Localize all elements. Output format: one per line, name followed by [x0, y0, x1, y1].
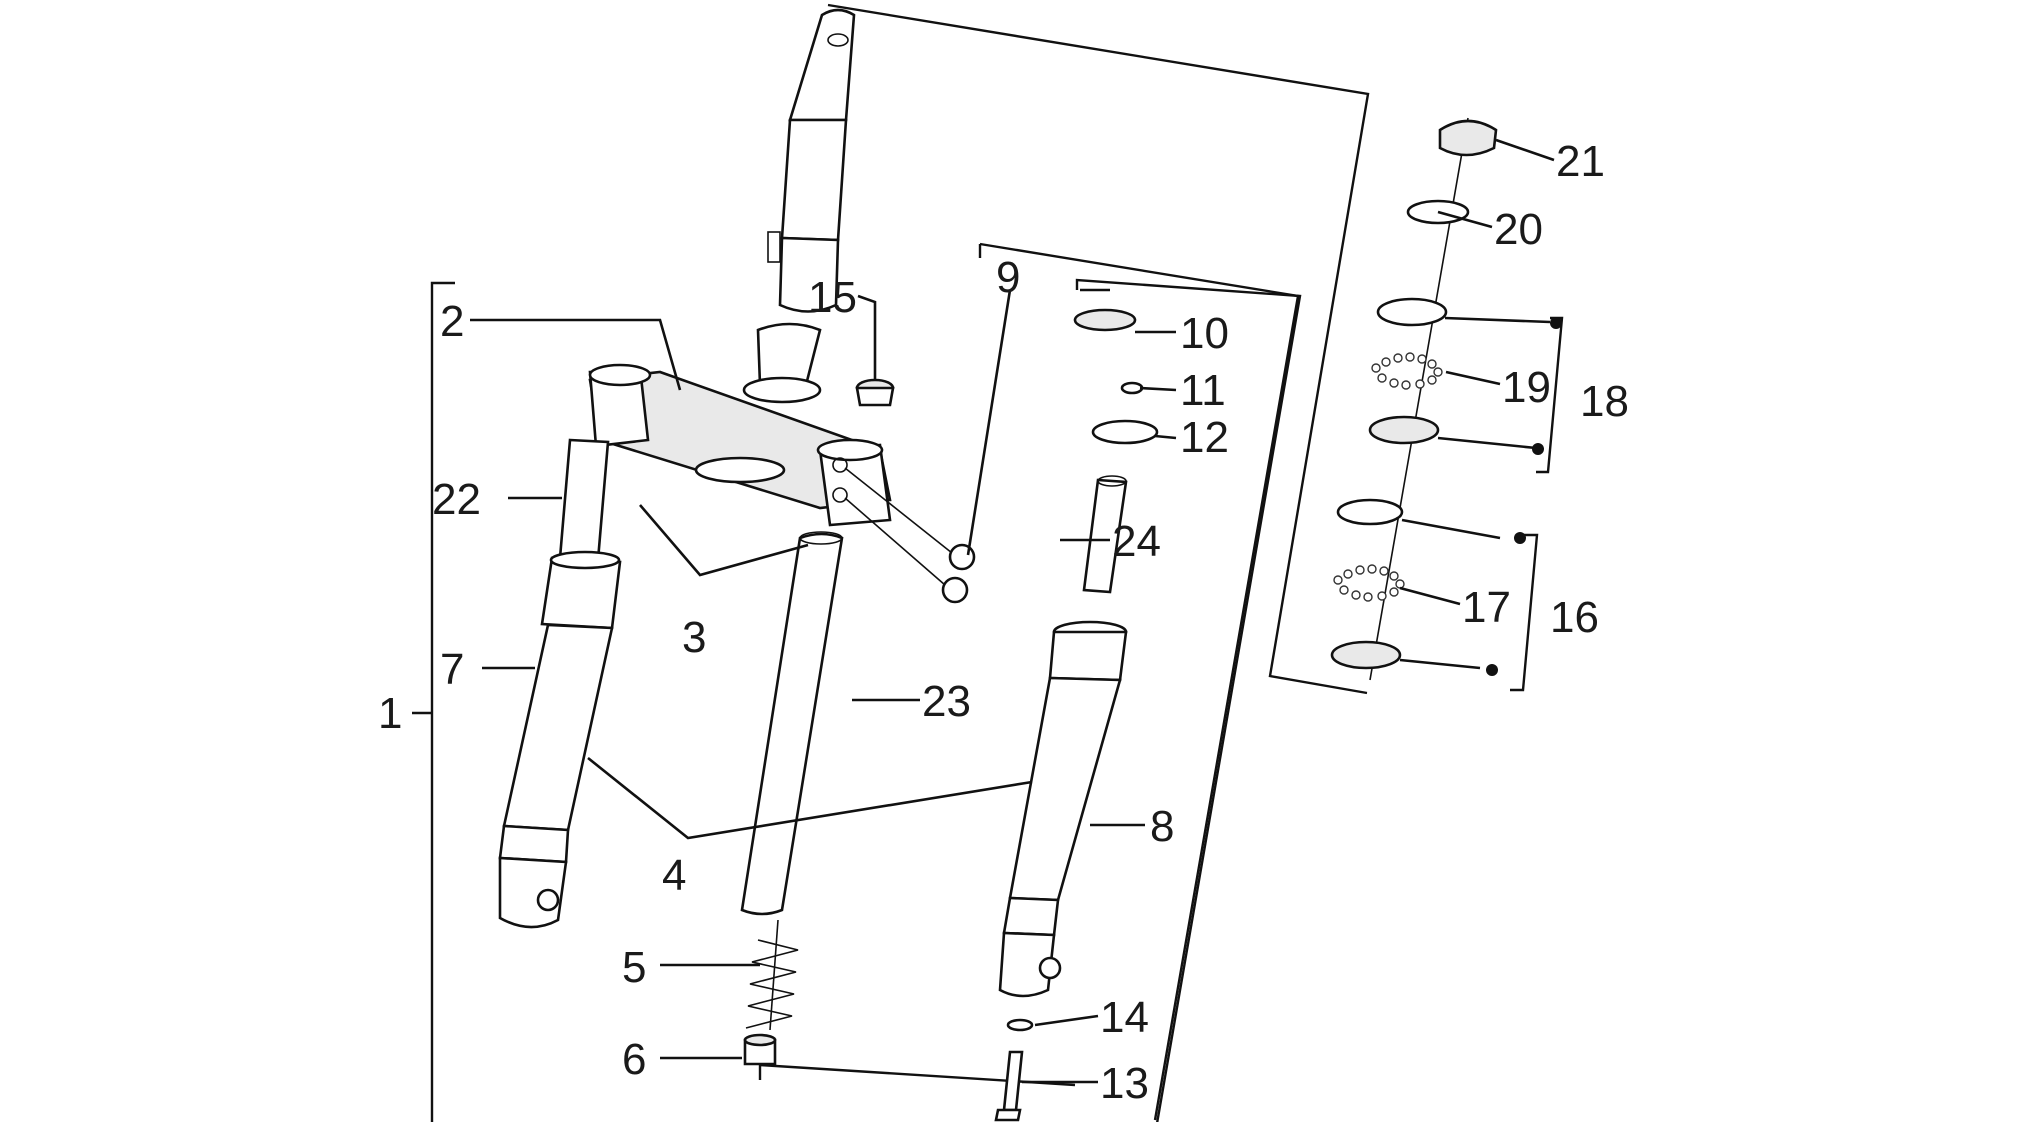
label-8: 8	[1150, 802, 1174, 851]
bushing	[743, 1033, 777, 1066]
label-23: 23	[922, 677, 971, 726]
left-fork-leg	[498, 438, 622, 929]
right-fork-leg	[998, 620, 1128, 998]
label-2: 2	[440, 297, 464, 346]
label-4: 4	[662, 851, 686, 900]
spring	[745, 919, 799, 1031]
label-16: 16	[1550, 593, 1599, 642]
part-14-washer	[1006, 1018, 1034, 1032]
headset-parts	[1330, 117, 1498, 681]
label-9: 9	[996, 253, 1020, 302]
label-1: 1	[378, 689, 402, 738]
label-24: 24	[1112, 517, 1161, 566]
label-13: 13	[1100, 1059, 1149, 1108]
label-22: 22	[432, 475, 481, 524]
label-12: 12	[1180, 413, 1229, 462]
leader-lines	[412, 138, 1555, 1084]
bracket-assembly-9	[979, 242, 1300, 1121]
part-labels: 1 2 3 4 5 6 7 8 9 10 11 12 13 14 15 16 1…	[378, 137, 1629, 1108]
fork-bridge	[588, 363, 892, 527]
part-13-bolt	[994, 1050, 1024, 1122]
label-10: 10	[1180, 309, 1229, 358]
ball-ring-17	[1333, 564, 1405, 602]
part-24-rod	[1082, 475, 1128, 594]
part-12-ring	[1091, 419, 1159, 445]
label-19: 19	[1502, 363, 1551, 412]
label-20: 20	[1494, 205, 1543, 254]
label-17: 17	[1462, 583, 1511, 632]
ball-ring-19	[1371, 352, 1443, 390]
part-10-cap	[1073, 308, 1137, 332]
bracket-assembly-1	[430, 278, 1302, 1122]
part-11-washer	[1120, 381, 1144, 395]
label-5: 5	[622, 943, 646, 992]
label-3: 3	[682, 613, 706, 662]
label-18: 18	[1580, 377, 1629, 426]
label-21: 21	[1556, 137, 1605, 186]
label-14: 14	[1100, 993, 1149, 1042]
label-11: 11	[1180, 366, 1226, 415]
label-7: 7	[440, 645, 464, 694]
pinch-bolts	[844, 467, 976, 604]
bracket-headset	[827, 3, 1370, 695]
label-15: 15	[808, 273, 857, 322]
steering-stem	[742, 8, 856, 404]
damper-tube	[740, 531, 844, 916]
bracket-16	[1510, 533, 1539, 692]
part-15-cap	[855, 378, 895, 407]
label-6: 6	[622, 1035, 646, 1084]
leader-dots	[1486, 317, 1562, 676]
